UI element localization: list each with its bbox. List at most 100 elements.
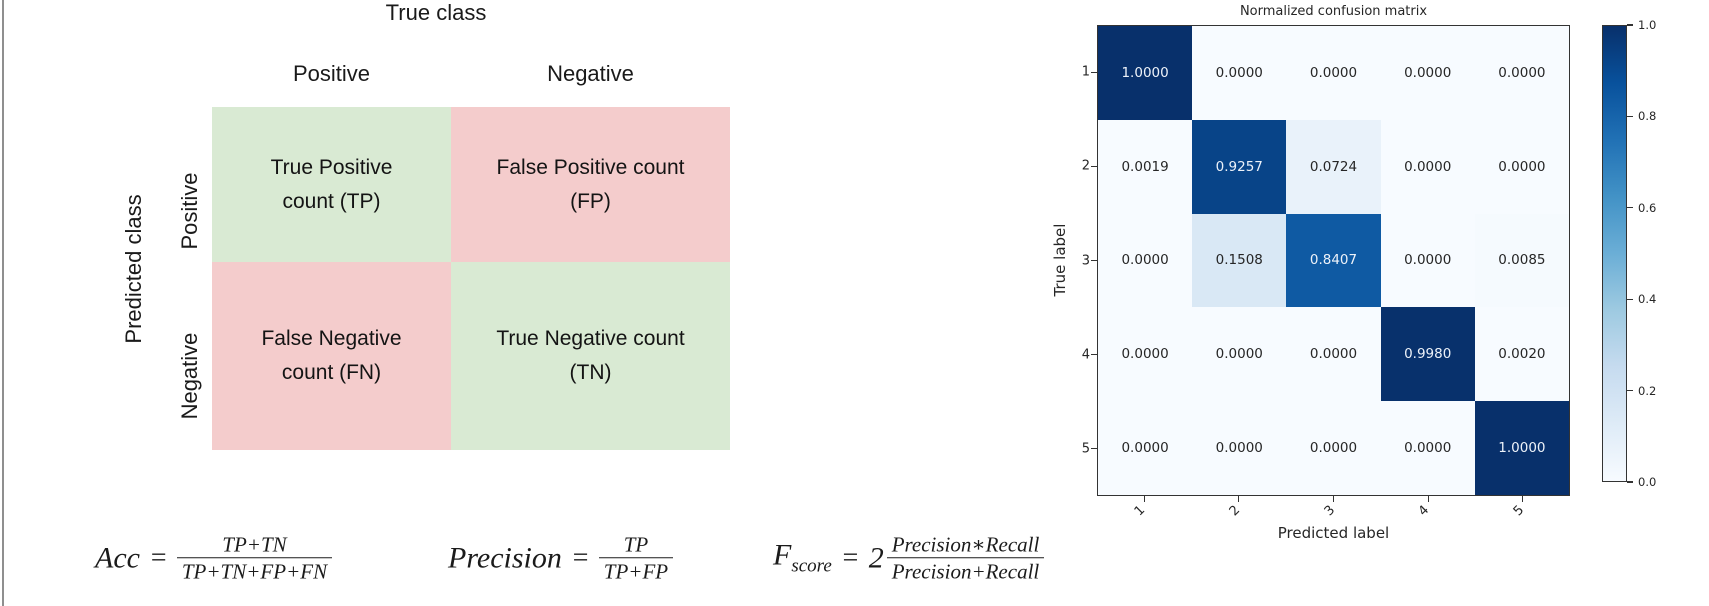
- cell-label-line: True Negative count: [496, 327, 685, 351]
- cell-label-line: True Positive: [270, 155, 393, 179]
- predicted-class-axis-label: Predicted class: [121, 194, 146, 344]
- cell-label-line: count (FN): [281, 361, 382, 384]
- fraction: Precision∗Recall Precision+Recall: [886, 531, 1045, 585]
- colorbar-tick-mark: [1627, 298, 1633, 300]
- colorbar-tick-label: 0.6: [1638, 200, 1657, 215]
- colorbar-tick-label: 0.8: [1638, 109, 1657, 124]
- heatmap-cell: 0.0000: [1098, 401, 1193, 495]
- y-tick-mark: [1091, 165, 1097, 167]
- fscore-subscript: score: [791, 555, 832, 577]
- colorbar-tick-label: 0.4: [1638, 292, 1657, 307]
- heatmap-cell: 0.0085: [1474, 213, 1569, 308]
- equals-sign: =: [570, 542, 590, 573]
- colorbar-tick-label: 0.0: [1638, 475, 1657, 489]
- x-tick-label: 3: [1321, 502, 1338, 520]
- heatmap-cell: 0.0000: [1474, 26, 1569, 120]
- cell-label-line: False Positive count: [496, 155, 685, 179]
- heatmap-cell: 0.1508: [1192, 213, 1287, 308]
- coefficient: 2: [868, 541, 884, 574]
- fraction-denominator: TP+FP: [598, 557, 674, 585]
- fraction: TP+TN TP+TN+FP+FN: [176, 531, 333, 585]
- x-tick-mark: [1427, 496, 1429, 502]
- fraction-denominator: TP+TN+FP+FN: [176, 557, 333, 585]
- heatmap-cell: 1.0000: [1474, 401, 1569, 495]
- colorbar-tick-label: 1.0: [1638, 18, 1657, 32]
- colorbar-tick-label: 0.2: [1638, 383, 1657, 398]
- heatmap-cell: 0.0000: [1474, 119, 1569, 214]
- equals-sign: =: [840, 542, 860, 573]
- y-tick-mark: [1091, 71, 1097, 73]
- cell-false-positive: False Positive count (FP): [451, 107, 730, 262]
- heatmap-cell: 0.0000: [1380, 26, 1475, 120]
- formula-lhs: Precision: [448, 541, 562, 574]
- x-tick-mark: [1522, 496, 1524, 502]
- row-header-negative: Negative: [177, 332, 202, 420]
- formula-lhs: Acc: [95, 541, 140, 574]
- heatmap-cell: 0.0000: [1380, 213, 1475, 308]
- colorbar-tick-mark: [1627, 115, 1633, 117]
- cell-label-line: count (TP): [282, 189, 381, 213]
- x-tick-mark: [1238, 496, 1240, 502]
- x-tick-mark: [1332, 496, 1335, 502]
- y-tick-mark: [1091, 448, 1097, 450]
- fraction: TP TP+FP: [598, 531, 674, 585]
- heatmap-cell: 0.0020: [1474, 307, 1569, 402]
- colorbar-tick-mark: [1627, 390, 1633, 392]
- equals-sign: =: [148, 542, 168, 573]
- accuracy-formula: Acc = TP+TN TP+TN+FP+FN: [95, 531, 333, 585]
- true-class-axis-label: True class: [385, 0, 487, 25]
- heatmap-cell: 0.0019: [1098, 119, 1193, 214]
- y-tick-label: 4: [1081, 347, 1090, 363]
- heatmap-cell: 1.0000: [1098, 26, 1193, 120]
- colorbar-tick-mark: [1627, 24, 1633, 26]
- col-header-positive: Positive: [292, 61, 371, 86]
- cell-true-positive: True Positive count (TP): [212, 107, 451, 262]
- heatmap-cell: 0.0724: [1286, 119, 1381, 214]
- formula-lhs: Fscore: [773, 539, 832, 578]
- heatmap-cell: 0.8407: [1286, 213, 1381, 308]
- cell-true-negative: True Negative count (TN): [451, 262, 730, 450]
- colorbar: [1602, 25, 1627, 482]
- slide-left-border: [2, 0, 4, 606]
- fraction-numerator: TP: [623, 532, 649, 557]
- y-tick-label: 1: [1081, 64, 1090, 80]
- y-tick-mark: [1091, 354, 1097, 356]
- fscore-symbol: F: [773, 538, 792, 572]
- fraction-denominator: Precision+Recall: [886, 557, 1045, 585]
- precision-formula: Precision = TP TP+FP: [448, 531, 674, 585]
- cell-label-line: False Negative: [261, 327, 402, 351]
- x-axis-label: Predicted label: [1277, 524, 1390, 542]
- fraction-numerator: Precision∗Recall: [891, 532, 1040, 557]
- colorbar-tick-mark: [1627, 481, 1633, 483]
- x-tick-label: 1: [1132, 502, 1149, 520]
- heatmap-cell: 0.0000: [1098, 213, 1193, 308]
- fraction-numerator: TP+TN: [222, 532, 287, 557]
- cell-false-negative: False Negative count (FN): [212, 262, 451, 450]
- heatmap-cell: 0.0000: [1380, 401, 1475, 495]
- colorbar-tick-mark: [1627, 207, 1633, 209]
- y-tick-mark: [1091, 259, 1097, 262]
- heatmap-cell: 0.0000: [1192, 26, 1287, 120]
- x-tick-label: 2: [1226, 502, 1244, 520]
- heatmap-cell: 0.9980: [1380, 307, 1475, 402]
- y-tick-label: 2: [1081, 158, 1090, 174]
- heatmap-cell: 0.0000: [1286, 307, 1381, 402]
- heatmap-cell: 0.0000: [1192, 401, 1287, 495]
- x-tick-label: 5: [1510, 502, 1527, 520]
- heatmap-cell: 0.9257: [1192, 119, 1287, 214]
- x-tick-mark: [1143, 496, 1145, 502]
- heatmap-cell: 0.0000: [1286, 401, 1381, 495]
- heatmap-cell: 0.0000: [1192, 307, 1287, 402]
- x-tick-label: 4: [1415, 502, 1433, 520]
- y-tick-label: 3: [1081, 253, 1090, 268]
- chart-title: Normalized confusion matrix: [1239, 4, 1428, 19]
- heatmap-cell: 0.0000: [1380, 119, 1475, 214]
- heatmap-cell: 0.0000: [1098, 307, 1193, 402]
- confusion-table: True Positive count (TP) False Positive …: [212, 107, 730, 450]
- y-tick-label: 5: [1081, 441, 1090, 457]
- fscore-formula: Fscore = 2 Precision∗Recall Precision+Re…: [773, 531, 1045, 585]
- heatmap-cell: 0.0000: [1286, 26, 1381, 120]
- col-header-negative: Negative: [547, 61, 634, 86]
- cell-label-line: (TN): [569, 361, 612, 384]
